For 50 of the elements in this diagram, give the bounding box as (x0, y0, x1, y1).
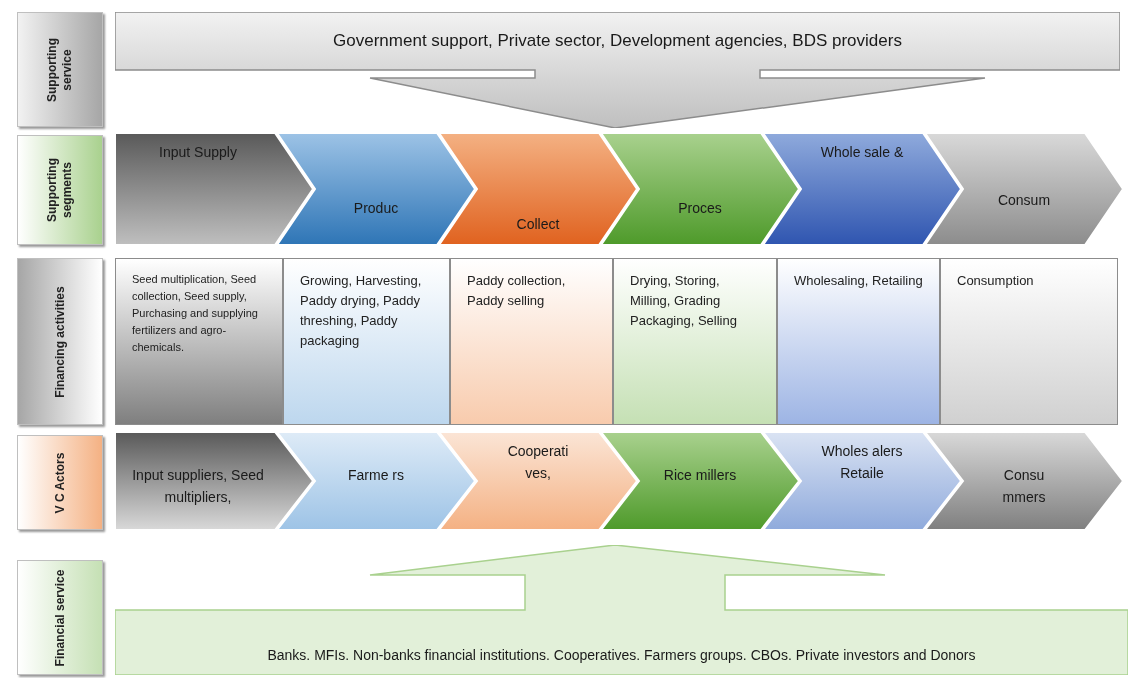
stage-panel (925, 133, 1123, 245)
stage-panel (925, 432, 1123, 530)
activity-text: Growing, Harvesting, Paddy drying, Paddy threshing, Paddy packaging (300, 272, 423, 351)
row-header (17, 258, 103, 425)
stage-label: Cooperati ves, (506, 442, 570, 484)
stage-label: Whole sale & (820, 143, 904, 162)
row-header (17, 560, 103, 675)
stage-label: Input Supply (159, 143, 237, 162)
activity-text: Wholesaling, Retailing (794, 272, 923, 290)
activity-box (115, 258, 283, 425)
stage-label: Proces (678, 199, 722, 218)
activity-text: Seed multiplication, Seed collection, Seed supply, Purchasing and supplying fertilizers and agro-chemicals. (132, 272, 259, 356)
row-header-label: V C Actors (52, 452, 68, 513)
stage-label: Collect (516, 215, 560, 234)
row-header (17, 435, 103, 530)
stage-panel (439, 133, 637, 245)
stage-label: Input suppliers, Seed multipliers, (131, 466, 265, 508)
stage-label: Rice millers (663, 466, 737, 485)
support-arrow (115, 12, 1120, 128)
stage-label: Farme rs (348, 466, 404, 485)
arrow-label: Government support, Private sector, Development agencies, BDS providers (333, 30, 902, 53)
row-header (17, 12, 103, 127)
activity-box (777, 258, 940, 425)
stage-panel (601, 432, 799, 530)
activity-text: Drying, Storing, Milling, Grading Packaging, Selling (630, 272, 738, 331)
stage-label: Produc (353, 199, 399, 218)
stage-panel (763, 133, 961, 245)
stage-panel (115, 432, 313, 530)
row-header-label: Supporting segments (45, 157, 75, 224)
stage-label: Consum (997, 191, 1051, 210)
stage-panel (601, 133, 799, 245)
stage-panel (277, 133, 475, 245)
stage-panel (439, 432, 637, 530)
activity-box (613, 258, 777, 425)
row-header-label: Financial service (52, 569, 68, 666)
activity-text: Consumption (957, 272, 1035, 290)
stage-label: Consu mmers (1001, 466, 1047, 508)
stage-panel (763, 432, 961, 530)
row-header-label: Financing activities (52, 285, 68, 398)
activity-box (450, 258, 613, 425)
row-header (17, 135, 103, 245)
arrow-label: Banks. MFIs. Non-banks financial institutions. Cooperatives. Farmers groups. CBOs. Private investors and Donors (267, 645, 976, 665)
row-header-label: Supporting service (45, 36, 75, 104)
activity-box (283, 258, 450, 425)
finance-arrow (115, 545, 1128, 675)
stage-panel (277, 432, 475, 530)
activity-text: Paddy collection, Paddy selling (467, 272, 567, 311)
stage-panel (115, 133, 313, 245)
stage-label: Wholes alers Retaile (820, 442, 904, 484)
activity-box (940, 258, 1118, 425)
